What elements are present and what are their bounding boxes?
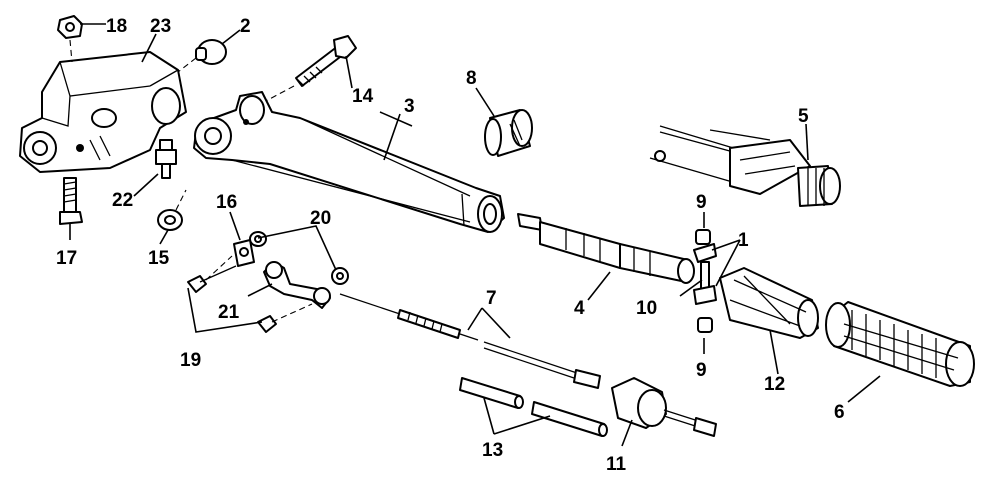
callout-15: 15 bbox=[148, 248, 170, 269]
part-23-bracket bbox=[19, 51, 187, 173]
callout-10: 10 bbox=[636, 298, 657, 319]
callout-4: 4 bbox=[574, 298, 585, 319]
callout-9-lower: 9 bbox=[696, 360, 707, 381]
part-11-cylinder bbox=[611, 377, 717, 437]
callout-11: 11 bbox=[606, 454, 627, 475]
callout-17: 17 bbox=[56, 248, 77, 269]
part-6-handle-grip bbox=[825, 301, 975, 387]
callout-3: 3 bbox=[404, 96, 415, 117]
part-9-lower-fitting bbox=[697, 317, 713, 333]
callout-8: 8 bbox=[466, 68, 477, 89]
callout-16: 16 bbox=[216, 192, 237, 213]
callout-5: 5 bbox=[798, 106, 809, 127]
callout-6: 6 bbox=[834, 402, 845, 423]
part-15-nut bbox=[157, 209, 183, 231]
part-12-grip-core bbox=[719, 267, 819, 339]
callout-1: 1 bbox=[738, 230, 749, 251]
callout-12: 12 bbox=[764, 374, 785, 395]
callout-13: 13 bbox=[482, 440, 503, 461]
part-17-bolt bbox=[59, 177, 83, 225]
callout-21: 21 bbox=[218, 302, 240, 323]
part-7-cable bbox=[339, 293, 601, 389]
part-14-bolt bbox=[295, 35, 357, 87]
part-10-pin-assembly bbox=[693, 243, 717, 305]
part-8-sleeve bbox=[484, 109, 533, 157]
callout-19: 19 bbox=[180, 350, 201, 371]
part-13-sleeves bbox=[459, 377, 608, 437]
part-22-fitting bbox=[155, 139, 177, 179]
callout-20: 20 bbox=[310, 208, 331, 229]
callout-18: 18 bbox=[106, 16, 127, 37]
part-21-link-arm bbox=[263, 261, 331, 309]
part-20-washers bbox=[249, 231, 349, 285]
part-4-shaft bbox=[517, 213, 695, 284]
part-18-nut bbox=[57, 15, 83, 39]
part-19-screws bbox=[187, 265, 313, 333]
callout-labels: 18 23 2 14 3 8 5 22 17 15 16 20 21 19 7 … bbox=[56, 16, 845, 475]
part-2-washer bbox=[195, 39, 227, 65]
part-9-upper-fitting bbox=[695, 229, 711, 245]
callout-9-upper: 9 bbox=[696, 192, 707, 213]
part-3-tiller-arm bbox=[193, 91, 505, 233]
callout-7: 7 bbox=[486, 288, 497, 309]
callout-2: 2 bbox=[240, 16, 251, 37]
leader-lines bbox=[69, 23, 881, 447]
callout-14: 14 bbox=[352, 86, 374, 107]
callout-22: 22 bbox=[112, 190, 133, 211]
part-16-block bbox=[233, 239, 255, 267]
part-5-switch-harness bbox=[649, 125, 841, 207]
callout-23: 23 bbox=[150, 16, 171, 37]
